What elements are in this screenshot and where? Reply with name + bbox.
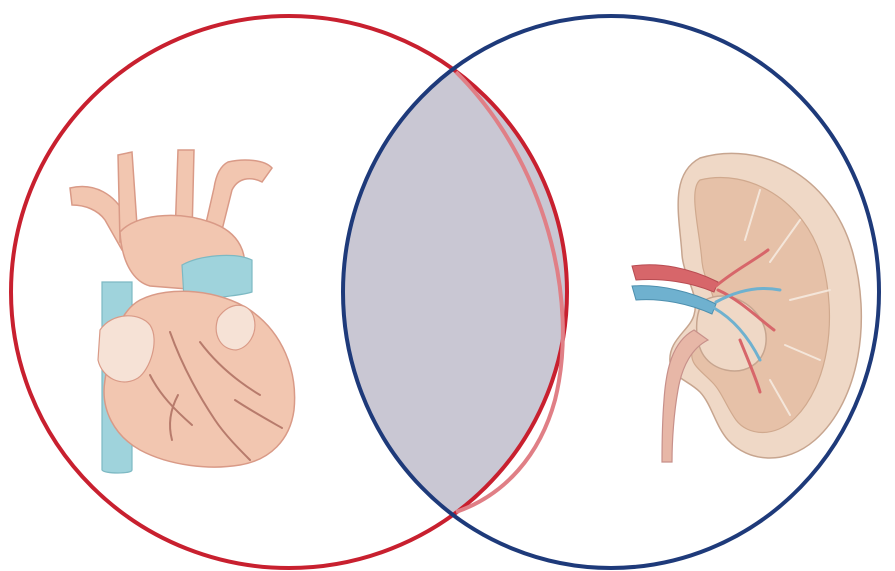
heart-icon <box>70 150 295 473</box>
kidney-icon <box>632 153 861 462</box>
